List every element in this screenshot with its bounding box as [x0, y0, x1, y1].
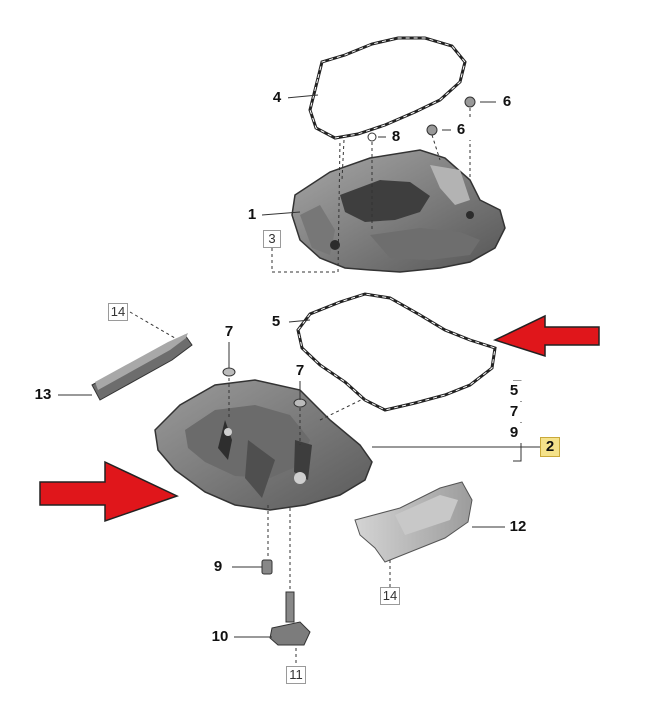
lower-oil-pan — [154, 379, 373, 511]
callout-9: 9 — [208, 557, 228, 577]
upper-oil-pan — [291, 149, 506, 273]
callout-4: 4 — [266, 88, 288, 108]
callout-6b: 6 — [451, 120, 471, 140]
red-arrow-left — [492, 314, 600, 358]
callout-11: 11 — [286, 666, 306, 684]
lower-gasket — [296, 292, 497, 412]
callout-6a: 6 — [497, 92, 517, 112]
heat-shield — [354, 481, 473, 563]
oil-sensor — [269, 591, 311, 646]
callout-10: 10 — [206, 627, 234, 647]
callout-7b: 7 — [290, 361, 310, 381]
callout-2-highlighted: 2 — [540, 437, 560, 457]
callout-12: 12 — [505, 517, 531, 537]
callout-7a: 7 — [219, 322, 239, 342]
callout-5: 5 — [266, 312, 286, 332]
callout-13: 13 — [30, 385, 56, 405]
callout-1: 1 — [242, 205, 262, 225]
upper-gasket — [308, 36, 467, 140]
group2-item-c: 9 — [504, 423, 524, 443]
callout-14b: 14 — [380, 587, 400, 605]
callout-14a: 14 — [108, 303, 128, 321]
callout-3: 3 — [263, 230, 281, 248]
bolts — [222, 96, 476, 408]
group2-item-b: 7 — [504, 402, 524, 422]
drain-plug — [261, 559, 273, 575]
red-arrow-right — [39, 460, 179, 523]
group2-item-a: 5 — [504, 381, 524, 401]
side-rail — [91, 333, 193, 401]
dashed-leaders — [129, 108, 471, 666]
callout-8: 8 — [386, 127, 406, 147]
